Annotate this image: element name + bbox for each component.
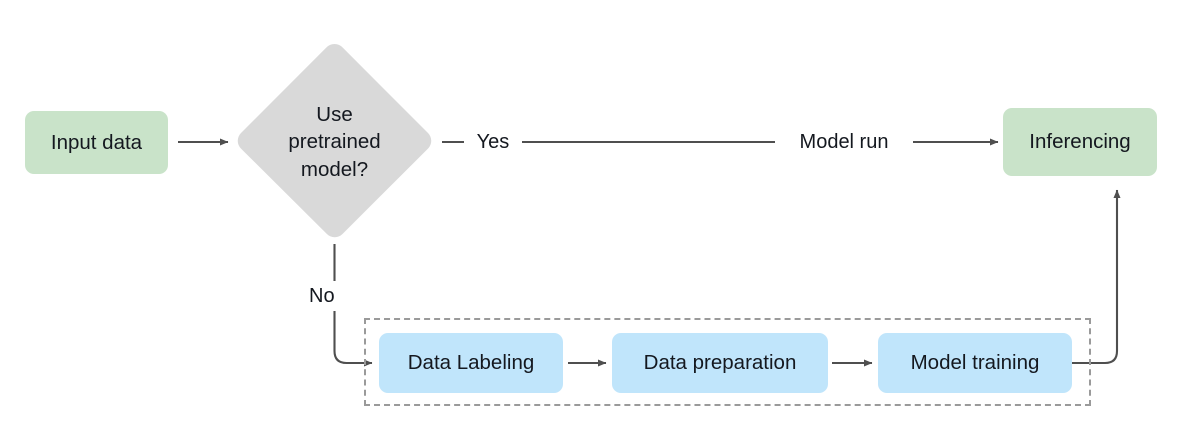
node-decision-label-line2: pretrained	[288, 130, 381, 154]
node-data-labeling-label: Data Labeling	[407, 351, 535, 374]
node-model-training[interactable]: Model training	[878, 333, 1072, 393]
node-data-preparation[interactable]: Data preparation	[612, 333, 828, 393]
node-decision-label-line3: model?	[300, 157, 369, 181]
node-decision-label-line1: Use	[316, 103, 353, 127]
node-data-labeling[interactable]: Data Labeling	[379, 333, 563, 393]
decision-diamond-shape	[237, 43, 432, 238]
edge-no-to-data-labeling	[333, 310, 373, 367]
node-inferencing[interactable]: Inferencing	[1003, 108, 1157, 176]
node-input-data-label: Input data	[50, 130, 143, 154]
node-decision-label: Use pretrained model?	[241, 44, 428, 240]
edge-training-to-inferencing-loop	[1072, 189, 1121, 365]
node-decision[interactable]: Use pretrained model?	[241, 44, 428, 240]
node-data-preparation-label: Data preparation	[643, 351, 797, 374]
node-inferencing-label: Inferencing	[1029, 130, 1131, 153]
node-input-data[interactable]: Input data	[25, 111, 168, 174]
node-model-training-label: Model training	[910, 351, 1040, 374]
training-pipeline-group	[364, 318, 1091, 406]
